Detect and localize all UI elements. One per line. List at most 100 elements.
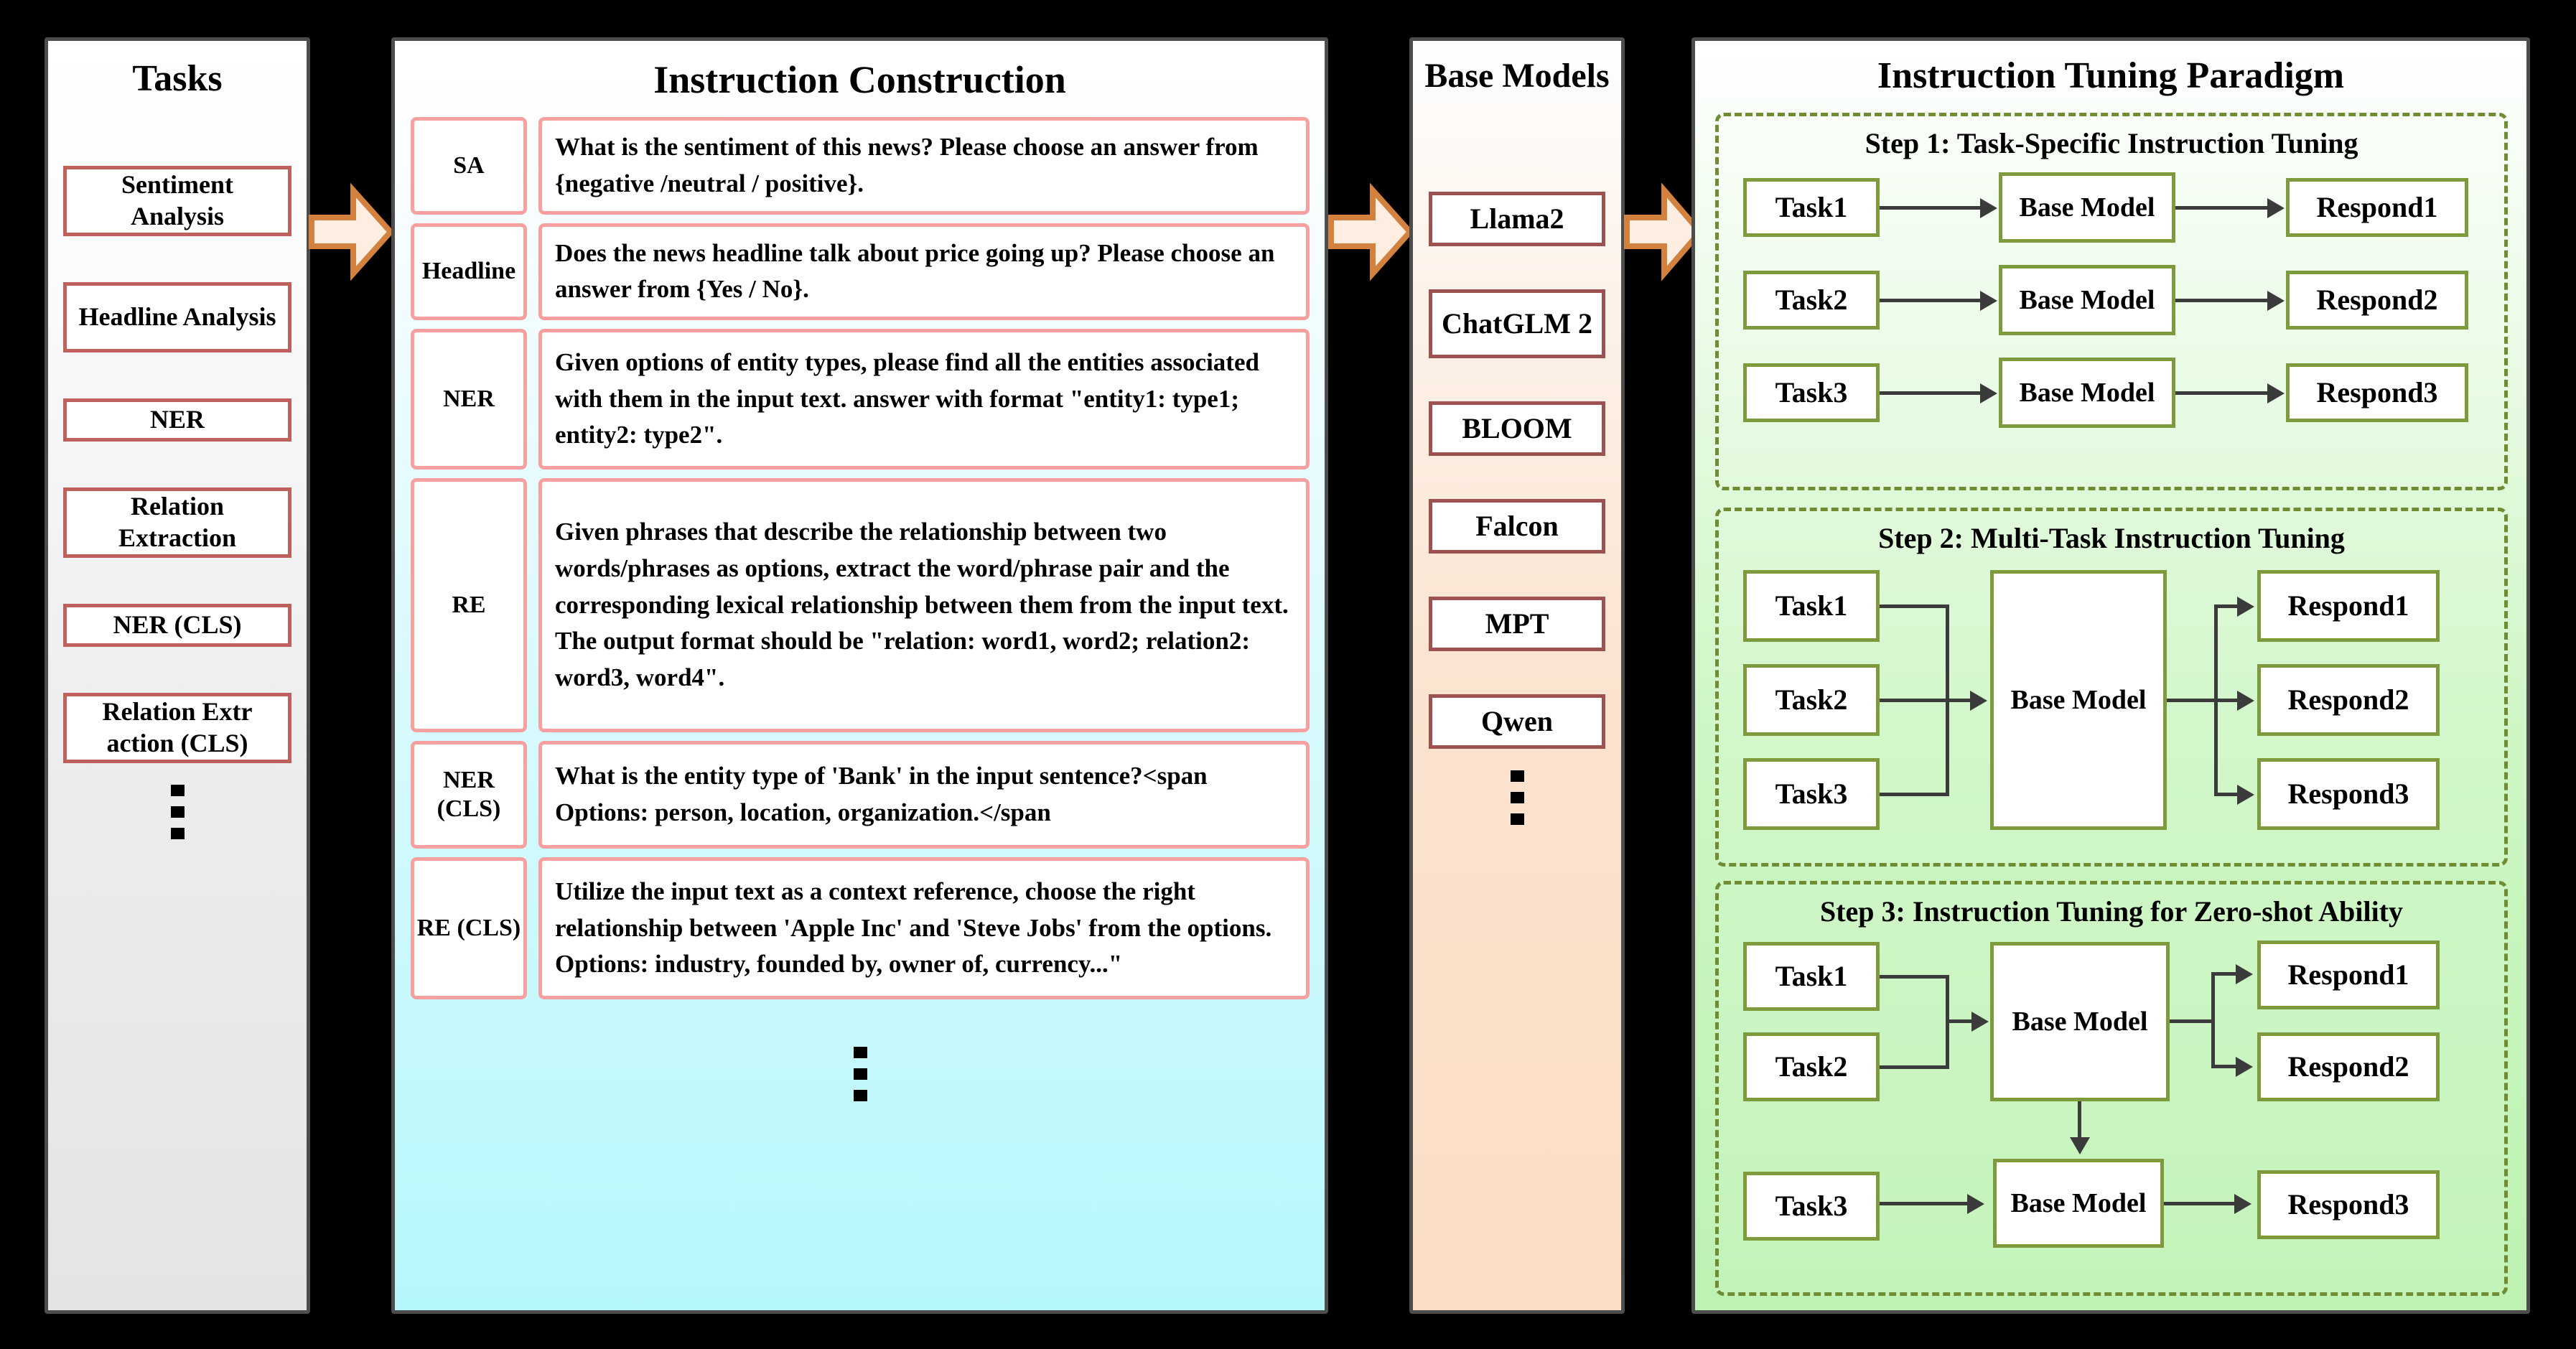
step3-bus-right [2211, 972, 2215, 1068]
step3-arrowhead-respond1 [2236, 964, 2253, 984]
instruction-rows: SA What is the sentiment of this news? P… [411, 117, 1310, 1101]
step3-line-task1 [1880, 975, 1949, 979]
base-model-item-falcon[interactable]: Falcon [1429, 499, 1605, 554]
step2-task2-box[interactable]: Task2 [1743, 664, 1880, 736]
step1-arrowhead-respond1 [2267, 198, 2285, 218]
step1-task3-box[interactable]: Task3 [1743, 363, 1880, 422]
step2-respond2-box[interactable]: Respond2 [2257, 664, 2440, 736]
step3-line-respond2 [2211, 1065, 2237, 1068]
task-item-relation-extraction[interactable]: Relation Extraction [63, 487, 291, 558]
step1-respond1-box[interactable]: Respond1 [2286, 178, 2468, 237]
base-model-item-qwen[interactable]: Qwen [1429, 694, 1605, 749]
step2-line-task1 [1880, 605, 1949, 608]
tasks-panel-title: Tasks [132, 58, 223, 99]
instruction-row-ner-cls: NER (CLS) What is the entity type of 'Ba… [411, 741, 1310, 849]
step3-line-model1-to-model2 [2078, 1101, 2081, 1142]
step1-arrow-task2-to-model [1880, 299, 1982, 302]
step3-line-respond1 [2211, 972, 2237, 976]
step1-base-model-3-box[interactable]: Base Model [1999, 358, 2175, 428]
instruction-row-headline: Headline Does the news headline talk abo… [411, 223, 1310, 320]
step2-task3-box[interactable]: Task3 [1743, 758, 1880, 830]
step3-line-task3 [1880, 1202, 1969, 1205]
instruction-text-re: Given phrases that describe the relation… [538, 478, 1310, 732]
step1-arrow-model-to-respond2 [2175, 299, 2269, 302]
step1-arrow-model-to-respond1 [2175, 206, 2269, 210]
step2-respond1-box[interactable]: Respond1 [2257, 570, 2440, 642]
step3-base-model-2-box[interactable]: Base Model [1993, 1159, 2164, 1248]
instruction-text-sa: What is the sentiment of this news? Plea… [538, 117, 1310, 215]
step2-line-task2 [1880, 699, 1971, 702]
instruction-tag-re[interactable]: RE [411, 478, 527, 732]
step1-arrowhead-task2 [1980, 291, 1997, 311]
step3-line-task2 [1880, 1065, 1949, 1069]
base-model-item-bloom[interactable]: BLOOM [1429, 401, 1605, 456]
step3-respond2-box[interactable]: Respond2 [2257, 1032, 2440, 1101]
step1-arrow-model-to-respond3 [2175, 391, 2269, 395]
step2-arrowhead-respond1 [2237, 597, 2254, 617]
step3-arrowhead-respond2 [2236, 1057, 2253, 1077]
instruction-panel-title: Instruction Construction [653, 58, 1066, 101]
flow-arrow-models-to-paradigm [1624, 183, 1703, 281]
paradigm-panel-title: Instruction Tuning Paradigm [1877, 55, 2345, 96]
task-item-relation-extraction-cls[interactable]: Relation Extr action (CLS) [63, 693, 291, 763]
step3-base-model-1-box[interactable]: Base Model [1990, 942, 2170, 1101]
step2-arrowhead-respond3 [2237, 785, 2254, 805]
task-item-sentiment-analysis[interactable]: Sentiment Analysis [63, 166, 291, 236]
step2-line-respond3 [2214, 793, 2239, 796]
instruction-text-re-cls: Utilize the input text as a context refe… [538, 857, 1310, 999]
step-2-title: Step 2: Multi-Task Instruction Tuning [1878, 522, 2345, 554]
step1-base-model-2-box[interactable]: Base Model [1999, 265, 2175, 335]
flow-arrow-instruction-to-models [1328, 183, 1413, 281]
step1-arrowhead-task3 [1980, 383, 1997, 403]
step2-bus-right [2214, 605, 2218, 796]
step3-line-merge-to-model [1946, 1019, 1974, 1023]
step1-task2-box[interactable]: Task2 [1743, 271, 1880, 330]
step1-respond3-box[interactable]: Respond3 [2286, 363, 2468, 422]
instruction-tag-re-cls[interactable]: RE (CLS) [411, 857, 527, 999]
step3-arrowhead-into-model1 [1971, 1012, 1989, 1032]
base-model-item-mpt[interactable]: MPT [1429, 597, 1605, 651]
instruction-tag-headline[interactable]: Headline [411, 223, 527, 320]
step3-task2-box[interactable]: Task2 [1743, 1032, 1880, 1101]
step-3-container: Step 3: Instruction Tuning for Zero-shot… [1715, 881, 2508, 1296]
step1-task1-box[interactable]: Task1 [1743, 178, 1880, 237]
task-item-ner-cls[interactable]: NER (CLS) [63, 604, 291, 647]
step2-arrowhead-into-model [1970, 691, 1987, 711]
instruction-construction-panel: Instruction Construction SA What is the … [391, 37, 1328, 1314]
step1-arrowhead-respond2 [2267, 291, 2285, 311]
base-model-item-chatglm2[interactable]: ChatGLM 2 [1429, 289, 1605, 358]
step-1-container: Step 1: Task-Specific Instruction Tuning… [1715, 113, 2508, 490]
step2-task1-box[interactable]: Task1 [1743, 570, 1880, 642]
step1-arrowhead-task1 [1980, 198, 1997, 218]
step2-line-respond1 [2214, 605, 2239, 608]
step3-task3-box[interactable]: Task3 [1743, 1172, 1880, 1241]
step1-respond2-box[interactable]: Respond2 [2286, 271, 2468, 330]
task-item-ner[interactable]: NER [63, 398, 291, 442]
step-2-container: Step 2: Multi-Task Instruction Tuning Ta… [1715, 508, 2508, 867]
step3-arrowhead-into-model2 [1967, 1194, 1984, 1214]
base-models-list: Llama2 ChatGLM 2 BLOOM Falcon MPT Qwen [1413, 149, 1621, 825]
step3-arrowhead-respond3 [2234, 1194, 2251, 1214]
instruction-row-re-cls: RE (CLS) Utilize the input text as a con… [411, 857, 1310, 999]
step-1-title: Step 1: Task-Specific Instruction Tuning [1865, 127, 2358, 159]
step3-arrowhead-model2 [2070, 1137, 2090, 1154]
instruction-text-headline: Does the news headline talk about price … [538, 223, 1310, 320]
step3-task1-box[interactable]: Task1 [1743, 942, 1880, 1011]
tasks-list: Sentiment Analysis Headline Analysis NER… [48, 120, 307, 1310]
task-item-headline-analysis[interactable]: Headline Analysis [63, 282, 291, 353]
step3-respond3-box[interactable]: Respond3 [2257, 1170, 2440, 1239]
step2-line-task3 [1880, 793, 1949, 796]
step-3-title: Step 3: Instruction Tuning for Zero-shot… [1819, 895, 2403, 928]
base-model-item-llama2[interactable]: Llama2 [1429, 192, 1605, 246]
step1-base-model-1-box[interactable]: Base Model [1999, 172, 2175, 243]
step2-respond3-box[interactable]: Respond3 [2257, 758, 2440, 830]
instruction-tag-ner-cls[interactable]: NER (CLS) [411, 741, 527, 849]
instruction-ellipsis-icon [411, 1025, 1310, 1101]
step2-base-model-box[interactable]: Base Model [1990, 570, 2167, 830]
step1-arrow-task3-to-model [1880, 391, 1982, 395]
instruction-tag-sa[interactable]: SA [411, 117, 527, 215]
instruction-tag-ner[interactable]: NER [411, 329, 527, 470]
instruction-row-ner: NER Given options of entity types, pleas… [411, 329, 1310, 470]
step3-respond1-box[interactable]: Respond1 [2257, 940, 2440, 1009]
